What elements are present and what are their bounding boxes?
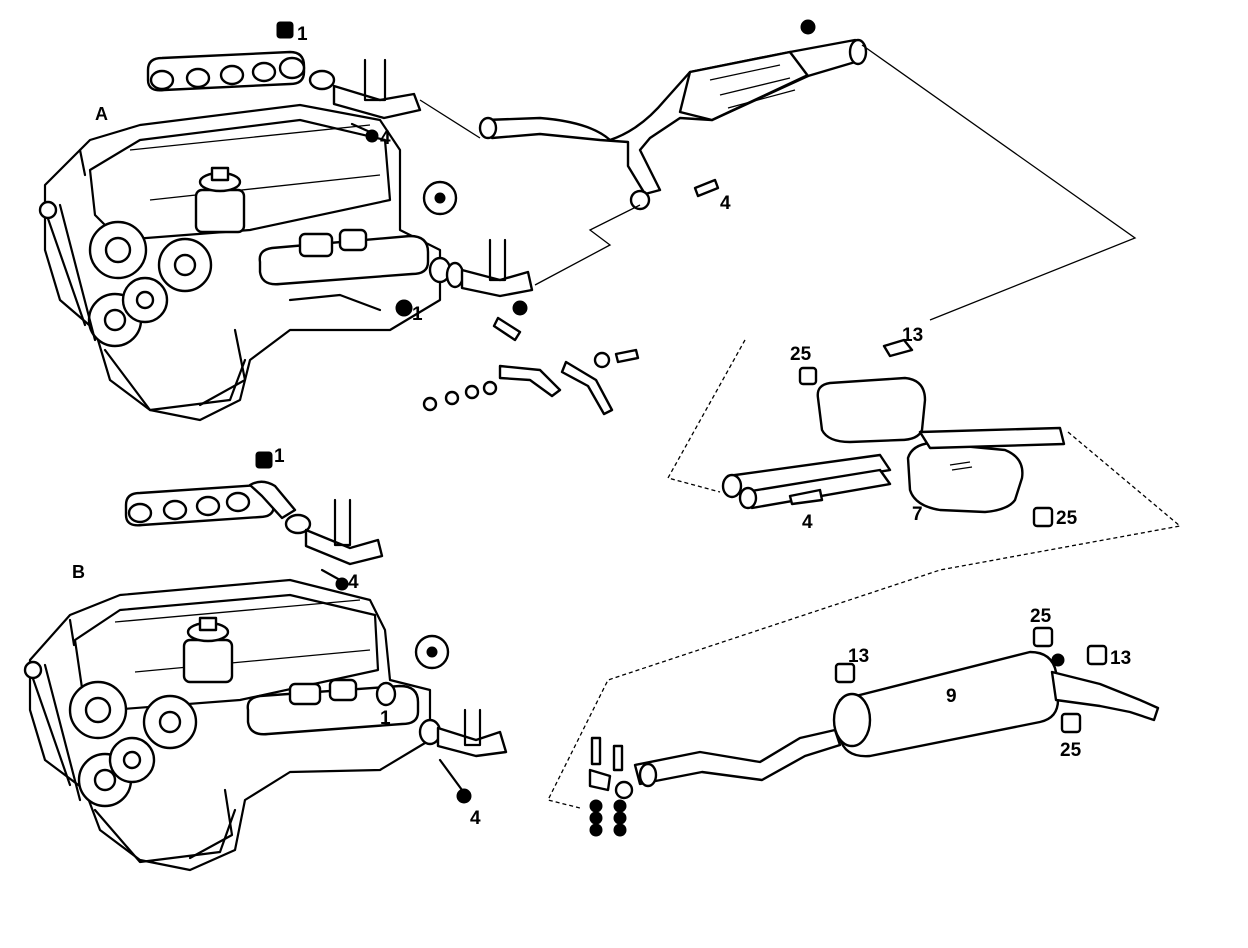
callout-a-4-top: 4 [380,128,391,149]
engine-b [23,578,450,872]
callout-a-1-top: 1 [297,24,308,45]
callout-rear-13-left: 13 [848,646,869,667]
exhaust-pipe-a-lower [395,238,534,342]
callout-rear-25-top: 25 [1030,606,1052,627]
exhaust-manifold-a-upper [146,21,422,143]
callout-a-1-bottom: 1 [412,304,423,325]
callout-b-1-top: 1 [274,446,285,467]
callout-rear-13-right: 13 [1110,648,1131,669]
callout-a-4-mid: 4 [720,193,731,214]
section-labels: A B [72,104,108,582]
callout-rear-25-bottom: 25 [1060,740,1082,761]
callout-muffler-13: 13 [902,325,923,346]
exhaust-manifold-b-upper [124,451,384,591]
front-muffler-assembly [721,338,1066,528]
mounting-hardware-a [422,348,640,416]
exhaust-pipe-b-lower [375,681,508,804]
callout-muffler-4: 4 [802,512,813,533]
callout-muffler-25-right: 25 [1056,508,1078,529]
callout-b-4-top: 4 [348,572,359,593]
callout-b-4-bottom: 4 [470,808,481,829]
connector-lines [419,44,1182,809]
rear-muffler-assembly [588,626,1160,837]
section-label-a: A [95,104,108,124]
callout-rear-9: 9 [946,686,957,707]
callout-b-1-bottom: 1 [380,708,391,729]
engine-a [38,103,458,422]
catalytic-converter-assembly [478,19,868,211]
callout-labels: 1 4 4 1 13 25 4 7 25 1 4 1 4 25 13 13 9 … [274,24,1131,829]
section-label-b: B [72,562,85,582]
callout-muffler-7: 7 [912,504,923,525]
callout-muffler-25-left: 25 [790,344,812,365]
